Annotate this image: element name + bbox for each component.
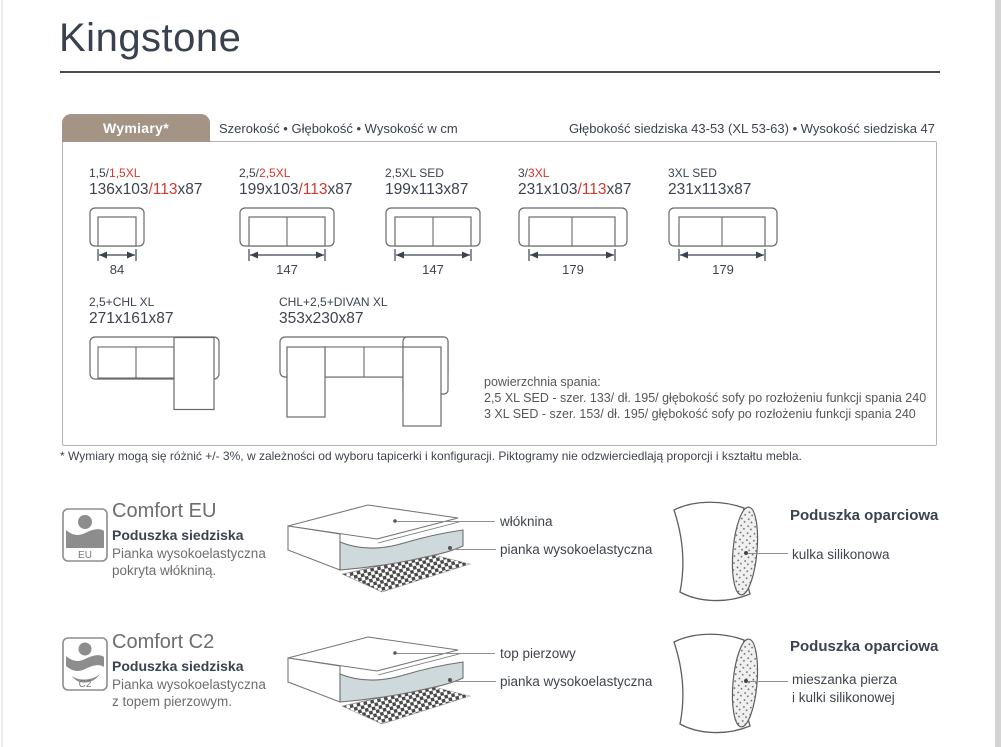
variant-1-5: 1,5/1,5XL 136x103/113x87 84 <box>89 166 203 277</box>
sofa-pictogram-1-seat <box>89 207 145 247</box>
seat-cushion-diagram <box>287 636 472 725</box>
badge-label: EU <box>78 550 92 561</box>
sleeping-area-line: 2,5 XL SED - szer. 133/ dł. 195/ głęboko… <box>484 391 927 405</box>
comfort-c2-icon: C2 <box>62 637 108 691</box>
cushion-layer-label: pianka wysokoelastyczna <box>500 674 653 689</box>
width-arrow-icon <box>394 249 472 261</box>
variant-2-5xl-sed: 2,5XL SED 199x113x87 147 <box>385 166 481 277</box>
cushion-layer-label: top pierzowy <box>500 646 576 661</box>
variant-3: 3/3XL 231x103/113x87 179 <box>518 166 632 277</box>
leader-line <box>748 681 788 682</box>
sleeping-area-line: 3 XL SED - szer. 153/ dł. 195/ głębokość… <box>484 407 916 421</box>
title-divider <box>60 71 940 73</box>
dimensions-footnote: * Wymiary mogą się różnić +/- 3%, w zale… <box>60 449 802 463</box>
corner-sofa-pictogram <box>89 336 220 411</box>
dimensions-units-text: Szerokość • Głębokość • Wysokość w cm <box>219 121 458 136</box>
page-edge-right <box>995 0 1001 747</box>
variant-name: 2,5XL SED <box>385 166 444 180</box>
comfort-c2-title: Comfort C2 <box>112 631 215 653</box>
variant-name: 3/3XL <box>518 166 550 180</box>
leader-line <box>397 521 495 522</box>
cushion-layer-label: pianka wysokoelastyczna <box>500 542 653 557</box>
variant-chl-2-5-divan-xl: CHL+2,5+DIVAN XL 353x230x87 <box>279 295 451 428</box>
variant-name: 3XL SED <box>668 166 717 180</box>
variant-size: 199x103/113x87 <box>239 181 353 198</box>
width-value: 84 <box>109 262 125 277</box>
sofa-pictogram-2-seat <box>239 207 335 247</box>
width-value: 179 <box>712 262 734 277</box>
back-pillow-diagram <box>673 633 759 734</box>
comfort-eu-title: Comfort EU <box>112 500 217 522</box>
variant-3xl-sed: 3XL SED 231x113x87 179 <box>668 166 778 277</box>
pillow-filling-label: kulka silikonowa <box>792 547 890 562</box>
cushion-layer-label: włóknina <box>500 514 553 529</box>
sofa-pictogram-3-seat <box>518 207 628 247</box>
variant-name: 1,5/1,5XL <box>89 166 141 180</box>
variant-name: 2,5/2,5XL <box>239 166 291 180</box>
leader-line <box>397 653 495 654</box>
width-arrow-icon <box>528 249 616 261</box>
variant-size: 136x103/113x87 <box>89 181 203 198</box>
page-edge-left <box>1 0 3 747</box>
width-value: 179 <box>562 262 584 277</box>
corner-sofa-pictogram <box>279 336 449 427</box>
comfort-eu-icon: EU <box>62 508 108 562</box>
width-value: 147 <box>276 262 298 277</box>
seat-cushion-subtitle: Poduszka siedziska <box>112 658 244 674</box>
variant-name: CHL+2,5+DIVAN XL <box>279 295 388 309</box>
variant-2-5: 2,5/2,5XL 199x103/113x87 147 <box>239 166 353 277</box>
variant-size: 231x103/113x87 <box>518 181 632 198</box>
dimensions-panel: 1,5/1,5XL 136x103/113x87 84 2,5/2,5XL 19… <box>62 141 937 446</box>
seat-cushion-description: Pianka wysokoelastyczna z topem pierzowy… <box>112 677 266 709</box>
leader-line <box>452 549 496 550</box>
dimensions-tab: Wymiary* <box>62 114 210 142</box>
seat-cushion-diagram <box>287 504 472 593</box>
sofa-pictogram-2-seat <box>385 207 481 247</box>
back-pillow-title: Poduszka oparciowa <box>790 638 939 655</box>
width-value: 147 <box>422 262 444 277</box>
back-pillow-title: Poduszka oparciowa <box>790 507 939 524</box>
pillow-filling-label: mieszanka pierza i kulki silikonowej <box>792 672 898 705</box>
width-arrow-icon <box>678 249 766 261</box>
variant-2-5-chl-xl: 2,5+CHL XL 271x161x87 <box>89 295 225 412</box>
width-arrow-icon <box>248 249 326 261</box>
sleeping-area-title: powierzchnia spania: <box>484 375 601 389</box>
badge-label: C2 <box>79 679 92 690</box>
variant-size: 271x161x87 <box>89 310 174 327</box>
leader-line <box>748 553 788 554</box>
variant-name: 2,5+CHL XL <box>89 295 155 309</box>
sleeping-area-info: powierzchnia spania: 2,5 XL SED - szer. … <box>484 374 926 422</box>
seat-cushion-subtitle: Poduszka siedziska <box>112 527 244 543</box>
back-pillow-diagram <box>673 501 759 602</box>
sofa-pictogram-3-seat <box>668 207 778 247</box>
variant-size: 353x230x87 <box>279 310 364 327</box>
leader-line <box>452 681 496 682</box>
variant-size: 231x113x87 <box>668 181 752 198</box>
width-arrow-icon <box>97 249 137 261</box>
page-title: Kingstone <box>59 16 242 60</box>
seat-depth-height-text: Głębokość siedziska 43-53 (XL 53-63) • W… <box>569 121 935 136</box>
seat-cushion-description: Pianka wysokoelastyczna pokryta włókniną… <box>112 546 266 578</box>
variant-size: 199x113x87 <box>385 181 469 198</box>
